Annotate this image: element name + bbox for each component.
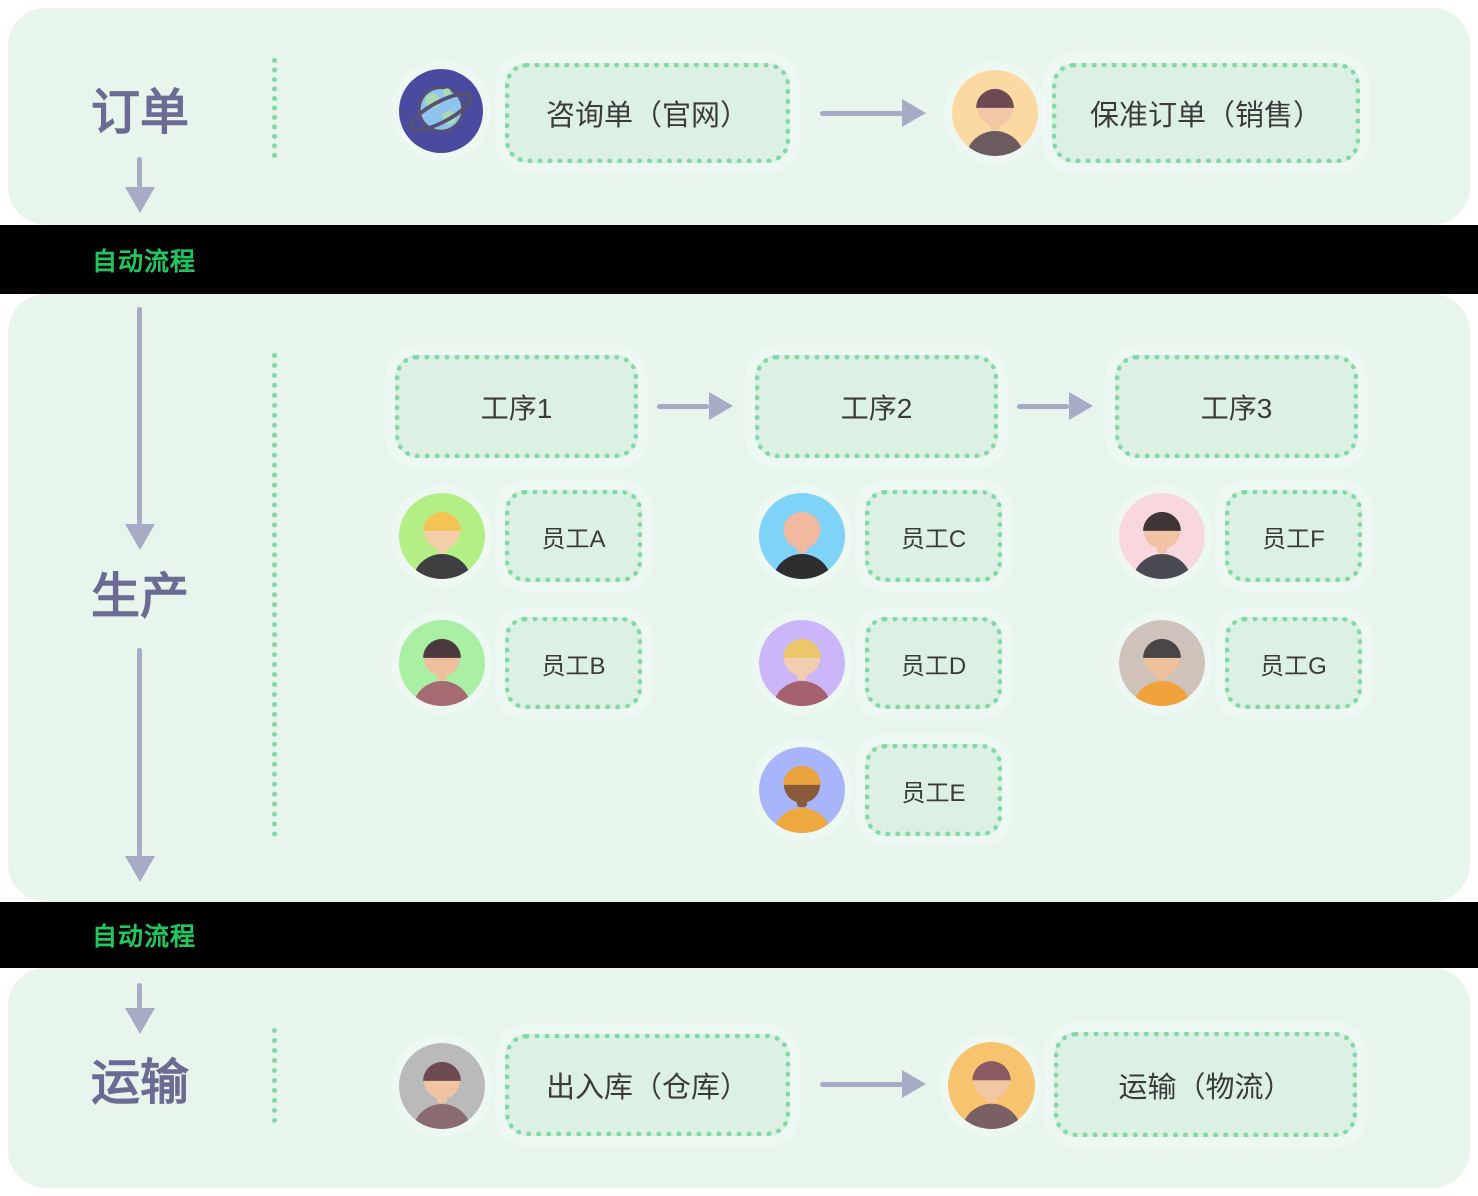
process-arrow-2-head bbox=[1069, 392, 1093, 420]
confirm-order-box-label: 保准订单（销售） bbox=[1089, 100, 1322, 132]
transport-arrow-line bbox=[820, 1082, 904, 1087]
sales-avatar bbox=[952, 70, 1038, 156]
avatar-shirt bbox=[412, 1104, 472, 1129]
avatar-shirt bbox=[772, 681, 832, 706]
employee-label-g: 员工G bbox=[1225, 617, 1362, 709]
employee-avatar-g bbox=[1119, 620, 1205, 706]
process-box-3: 工序3 bbox=[1115, 355, 1358, 458]
transport-flow-arrow-line bbox=[137, 983, 142, 1009]
globe-ring bbox=[409, 91, 473, 132]
globe-land-3 bbox=[442, 88, 452, 97]
avatar-shirt bbox=[962, 1103, 1021, 1129]
employee-label-f: 员工F bbox=[1225, 490, 1362, 582]
employee-label-b: 员工B bbox=[505, 617, 642, 709]
employee-label-c: 员工C bbox=[865, 490, 1002, 582]
process-box-3-label: 工序3 bbox=[1200, 392, 1273, 424]
process-box-1-label: 工序1 bbox=[480, 392, 553, 424]
avatar-hair bbox=[423, 638, 461, 658]
order-flow-arrow-head bbox=[125, 187, 155, 213]
inquiry-box-label: 咨询单（官网） bbox=[545, 100, 749, 132]
avatar-shirt bbox=[965, 131, 1025, 156]
process-arrow-1-head bbox=[709, 392, 733, 420]
avatar-shirt bbox=[412, 554, 472, 579]
process-box-2-label: 工序2 bbox=[840, 392, 913, 424]
auto-process-label-2: 自动流程 bbox=[92, 923, 197, 951]
order-arrow-line bbox=[820, 111, 904, 116]
process-arrow-2-line bbox=[1017, 404, 1069, 409]
transport-divider bbox=[272, 1028, 277, 1123]
avatar-hair bbox=[423, 1061, 461, 1081]
employee-label-d: 员工D bbox=[865, 617, 1002, 709]
avatar-hair bbox=[1143, 638, 1181, 658]
production-flow-arrow-bottom-head bbox=[125, 856, 155, 882]
employee-name-a: 员工A bbox=[541, 525, 606, 553]
avatar-shirt bbox=[772, 554, 832, 579]
avatar-hair bbox=[783, 638, 821, 658]
employee-label-e: 员工E bbox=[865, 744, 1002, 836]
avatar-hair bbox=[423, 511, 461, 531]
order-arrow-head bbox=[902, 99, 926, 127]
process-box-1: 工序1 bbox=[395, 355, 638, 458]
logistics-avatar bbox=[948, 1042, 1035, 1129]
order-divider bbox=[272, 58, 277, 158]
auto-process-band-2: 自动流程 bbox=[0, 902, 1478, 968]
logistics-box: 运输（物流） bbox=[1054, 1032, 1357, 1137]
avatar-hair bbox=[972, 1061, 1011, 1081]
avatar-hair bbox=[976, 88, 1014, 108]
avatar-hair bbox=[1143, 511, 1181, 531]
employee-name-f: 员工F bbox=[1262, 525, 1325, 553]
process-box-2: 工序2 bbox=[755, 355, 998, 458]
stage-label-order: 订单 bbox=[90, 86, 189, 140]
globe-icon bbox=[399, 69, 483, 153]
employee-avatar-f bbox=[1119, 493, 1205, 579]
avatar-hair bbox=[783, 511, 821, 531]
order-flow-arrow-line bbox=[137, 157, 142, 188]
avatar-shirt bbox=[1132, 554, 1192, 579]
avatar-shirt bbox=[772, 808, 832, 833]
employee-name-d: 员工D bbox=[900, 652, 967, 680]
employee-avatar-e bbox=[759, 747, 845, 833]
logistics-box-label: 运输（物流） bbox=[1118, 1071, 1293, 1104]
employee-avatar-b bbox=[399, 620, 485, 706]
confirm-order-box: 保准订单（销售） bbox=[1052, 63, 1360, 163]
employee-name-e: 员工E bbox=[901, 779, 966, 807]
avatar-shirt bbox=[412, 681, 472, 706]
stage-label-production: 生产 bbox=[90, 570, 189, 624]
inquiry-box: 咨询单（官网） bbox=[505, 63, 790, 163]
warehouse-avatar bbox=[399, 1043, 485, 1129]
production-divider bbox=[272, 353, 277, 837]
warehouse-box: 出入库（仓库） bbox=[505, 1034, 790, 1136]
employee-name-b: 员工B bbox=[541, 652, 606, 680]
employee-name-c: 员工C bbox=[900, 525, 967, 553]
transport-flow-arrow-head bbox=[125, 1008, 155, 1034]
stage-label-transport: 运输 bbox=[90, 1056, 189, 1110]
auto-process-band-1: 自动流程 bbox=[0, 225, 1478, 294]
production-flow-arrow-bottom-line bbox=[137, 648, 142, 857]
avatar-shirt bbox=[1132, 681, 1192, 706]
employee-label-a: 员工A bbox=[505, 490, 642, 582]
process-arrow-1-line bbox=[657, 404, 709, 409]
employee-avatar-a bbox=[399, 493, 485, 579]
employee-avatar-c bbox=[759, 493, 845, 579]
transport-arrow-head bbox=[902, 1070, 926, 1098]
avatar-hair bbox=[783, 765, 821, 785]
production-flow-arrow-top-line bbox=[137, 307, 142, 525]
production-flow-arrow-top-head bbox=[125, 524, 155, 550]
employee-name-g: 员工G bbox=[1260, 652, 1327, 680]
warehouse-box-label: 出入库（仓库） bbox=[545, 1072, 749, 1104]
auto-process-label-1: 自动流程 bbox=[92, 247, 197, 276]
employee-avatar-d bbox=[759, 620, 845, 706]
